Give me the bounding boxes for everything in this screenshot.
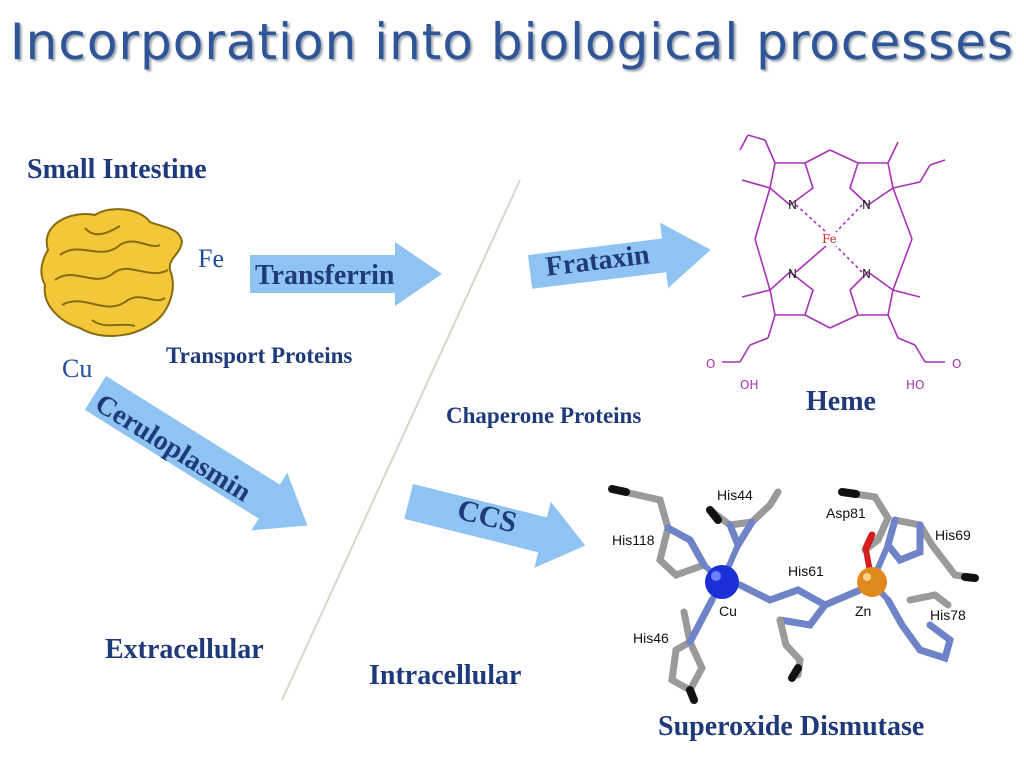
frataxin-arrow [528,222,711,289]
heme-label: Heme [806,386,876,417]
his46-label: His46 [633,630,669,646]
his61-label: His61 [788,563,824,579]
asp81-label: Asp81 [826,505,866,521]
transferrin-arrow [250,242,442,306]
heme-ho-right: HO [906,378,924,392]
his118-label: His118 [612,532,655,548]
ccs-arrow [404,484,586,568]
heme-o-right: O [952,357,961,371]
his78-label: His78 [930,607,966,623]
cu-atom [705,565,739,599]
fe-label: Fe [198,244,224,273]
heme-oh-left: OH [740,378,758,392]
cu-label: Cu [62,354,93,383]
intestine-shape [40,208,184,337]
superoxide-dismutase-label: Superoxide Dismutase [658,711,925,742]
zn-atom-label: Zn [855,603,871,619]
cu-atom-label: Cu [719,603,737,619]
heme-n1: N [788,198,797,212]
intracellular-label: Intracellular [369,660,522,691]
heme-n4: N [862,267,871,281]
chaperone-proteins-label: Chaperone Proteins [446,403,642,428]
transferrin-label: Transferrin [255,260,395,291]
zn-atom [857,567,887,597]
his44-label: His44 [717,487,753,503]
small-intestine-label: Small Intestine [27,154,207,185]
transport-proteins-label: Transport Proteins [166,343,353,368]
slide-title: Incorporation into biological processes [9,13,1015,71]
heme-n2: N [862,198,871,212]
his69-label: His69 [935,527,971,543]
membrane-divider-line [281,179,521,701]
heme-n3: N [788,267,797,281]
heme-fe-atom: Fe [822,232,837,246]
heme-o-left: O [706,357,715,371]
extracellular-label: Extracellular [105,634,264,665]
ceruloplasmin-arrow [84,376,308,531]
